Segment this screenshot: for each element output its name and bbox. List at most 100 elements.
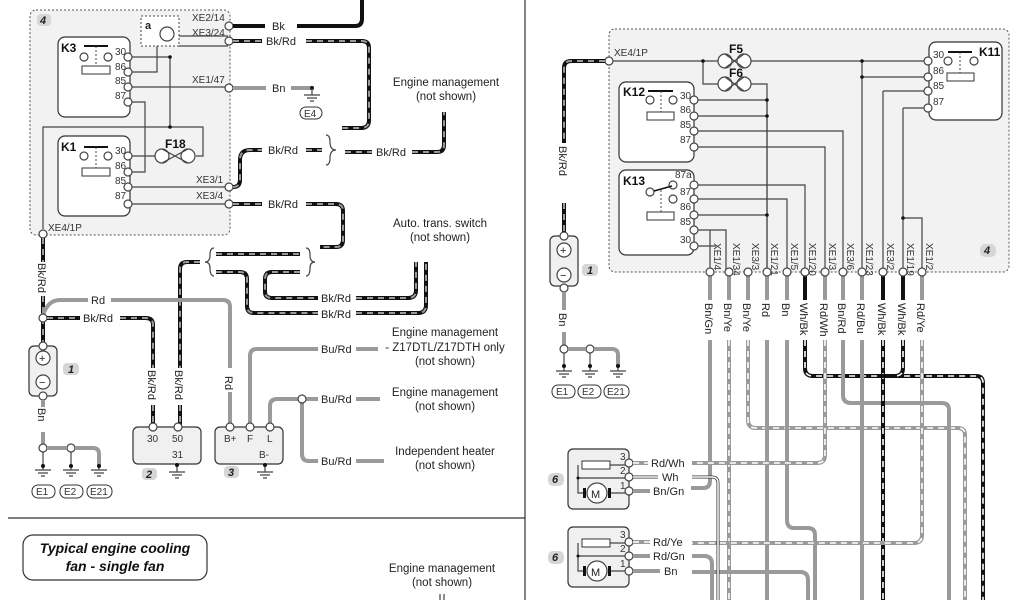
wire-color-label: Bn/Ye — [740, 303, 752, 332]
svg-text:85: 85 — [115, 76, 127, 87]
svg-text:+: + — [39, 353, 45, 365]
connector-label: XE1/23 — [863, 243, 874, 276]
connector-node — [878, 267, 888, 277]
svg-text:K12: K12 — [623, 85, 645, 99]
svg-text:XE4/1P: XE4/1P — [614, 48, 648, 59]
svg-text:F18: F18 — [165, 137, 186, 151]
svg-text:Bn: Bn — [35, 408, 47, 421]
svg-text:K11: K11 — [979, 45, 1001, 59]
svg-text:2: 2 — [620, 544, 626, 555]
svg-text:Engine management: Engine management — [392, 327, 499, 339]
wire-color-label: Bn/Ye — [721, 303, 733, 332]
svg-text:- Z17DTL/Z17DTH only: - Z17DTL/Z17DTH only — [385, 342, 505, 354]
svg-text:Bk/Rd: Bk/Rd — [266, 36, 296, 48]
wire-color-label: Wh/Bk — [895, 303, 907, 336]
svg-text:Bk/Rd: Bk/Rd — [321, 309, 351, 321]
fuse-f6: F6 — [717, 66, 752, 92]
svg-text:Rd/Ye: Rd/Ye — [653, 537, 683, 549]
battery-1: + − 1 — [28, 341, 79, 401]
svg-text:2: 2 — [145, 469, 152, 481]
grounds-right: E1 E2 E21 — [551, 353, 630, 399]
connector-label: XE3/2 — [884, 243, 895, 271]
svg-text:(not shown): (not shown) — [416, 91, 476, 103]
svg-text:XE4/1P: XE4/1P — [48, 223, 82, 234]
svg-text:Bk/Rd: Bk/Rd — [83, 313, 113, 325]
svg-text:E1: E1 — [36, 487, 49, 498]
svg-text:E1: E1 — [556, 387, 569, 398]
fuse-f5: F5 — [717, 42, 752, 69]
connector-label: XE3/3 — [749, 243, 760, 271]
left-circuit: 4 a K3 30 86 85 87 K1 30 86 85 87 — [28, 0, 505, 600]
svg-text:50: 50 — [172, 434, 184, 445]
svg-text:86: 86 — [933, 66, 945, 77]
connector-label: XE1/20 — [806, 243, 817, 276]
svg-text:F: F — [247, 434, 253, 445]
svg-text:87: 87 — [115, 91, 127, 102]
connector-node — [782, 267, 792, 277]
connector-node — [800, 267, 810, 277]
ground-e4: E4 — [299, 86, 323, 120]
svg-text:XE1/47: XE1/47 — [192, 75, 225, 86]
connector-label: XE1/4 — [711, 243, 722, 271]
connector-node — [838, 267, 848, 277]
wire-color-label: Wh/Bk — [875, 303, 887, 336]
svg-text:30: 30 — [115, 47, 127, 58]
svg-text:Bk/Rd: Bk/Rd — [268, 199, 298, 211]
svg-text:Bk/Rd: Bk/Rd — [556, 146, 568, 176]
svg-text:Bk: Bk — [272, 21, 285, 33]
svg-text:6: 6 — [552, 474, 559, 486]
connector-label: XE1/21 — [768, 243, 779, 276]
connector-label: XE1/3 — [826, 243, 837, 271]
svg-text:(not shown): (not shown) — [410, 232, 470, 244]
wire-color-label: Rd/Ye — [914, 303, 926, 333]
connector-node — [724, 267, 734, 277]
svg-text:K13: K13 — [623, 174, 645, 188]
svg-text:Bk/Rd: Bk/Rd — [172, 370, 184, 400]
svg-text:1: 1 — [68, 364, 74, 376]
svg-text:Engine management: Engine management — [393, 77, 500, 89]
svg-text:E21: E21 — [90, 487, 108, 498]
svg-text:E4: E4 — [304, 109, 317, 120]
svg-text:Bu/Rd: Bu/Rd — [321, 394, 352, 406]
svg-text:F6: F6 — [729, 66, 743, 80]
svg-text:85: 85 — [680, 217, 692, 228]
svg-text:87: 87 — [933, 97, 945, 108]
svg-text:3: 3 — [228, 467, 234, 479]
relay-coil — [81, 65, 111, 75]
svg-text:Auto. trans. switch: Auto. trans. switch — [393, 218, 487, 230]
svg-text:1: 1 — [620, 559, 626, 570]
svg-text:+: + — [560, 245, 566, 257]
svg-text:Bk/Rd: Bk/Rd — [321, 293, 351, 305]
svg-text:30: 30 — [680, 235, 692, 246]
connector-label: XE1/34 — [730, 243, 741, 276]
svg-text:(not shown): (not shown) — [412, 577, 472, 589]
connector-node — [898, 267, 908, 277]
svg-text:87: 87 — [115, 191, 127, 202]
svg-text:1: 1 — [620, 481, 626, 492]
svg-text:Bu/Rd: Bu/Rd — [321, 344, 352, 356]
svg-text:86: 86 — [115, 62, 127, 73]
connector-label: XE1/5 — [788, 243, 799, 271]
svg-text:30: 30 — [147, 434, 159, 445]
alternator-3: B+ F L B- 3 — [214, 422, 284, 479]
wire-color-label: Bn/Rd — [835, 303, 847, 334]
fuse-f18: F18 — [154, 137, 196, 164]
svg-text:2: 2 — [620, 466, 626, 477]
svg-text:Bk/Rd: Bk/Rd — [145, 370, 157, 400]
svg-text:(not shown): (not shown) — [415, 401, 475, 413]
fan-motor-2: M 3 2 1 6 — [548, 526, 634, 588]
svg-text:Engine management: Engine management — [392, 387, 499, 399]
diagram-title-line1: Typical engine cooling — [40, 540, 191, 556]
svg-text:−: − — [560, 270, 566, 282]
svg-text:31: 31 — [172, 450, 184, 461]
svg-text:4: 4 — [983, 245, 990, 257]
connector-row: XE1/4Bn/GnXE1/34Bn/YeXE3/3Bn/YeXE1/21RdX… — [702, 243, 934, 337]
svg-text:87a: 87a — [675, 170, 692, 181]
grounds-e1-e2-e21: E1 E2 E21 — [31, 452, 113, 499]
svg-text:(not shown): (not shown) — [415, 356, 475, 368]
module-badge: 4 — [39, 15, 46, 27]
right-circuit: 4 XE4/1P Bk/Rd F5 F6 K12 30 86 85 87 — [548, 28, 1010, 600]
wire-color-label: Rd/Wh — [817, 303, 829, 337]
svg-text:Rd: Rd — [222, 376, 234, 390]
svg-text:85: 85 — [933, 81, 945, 92]
